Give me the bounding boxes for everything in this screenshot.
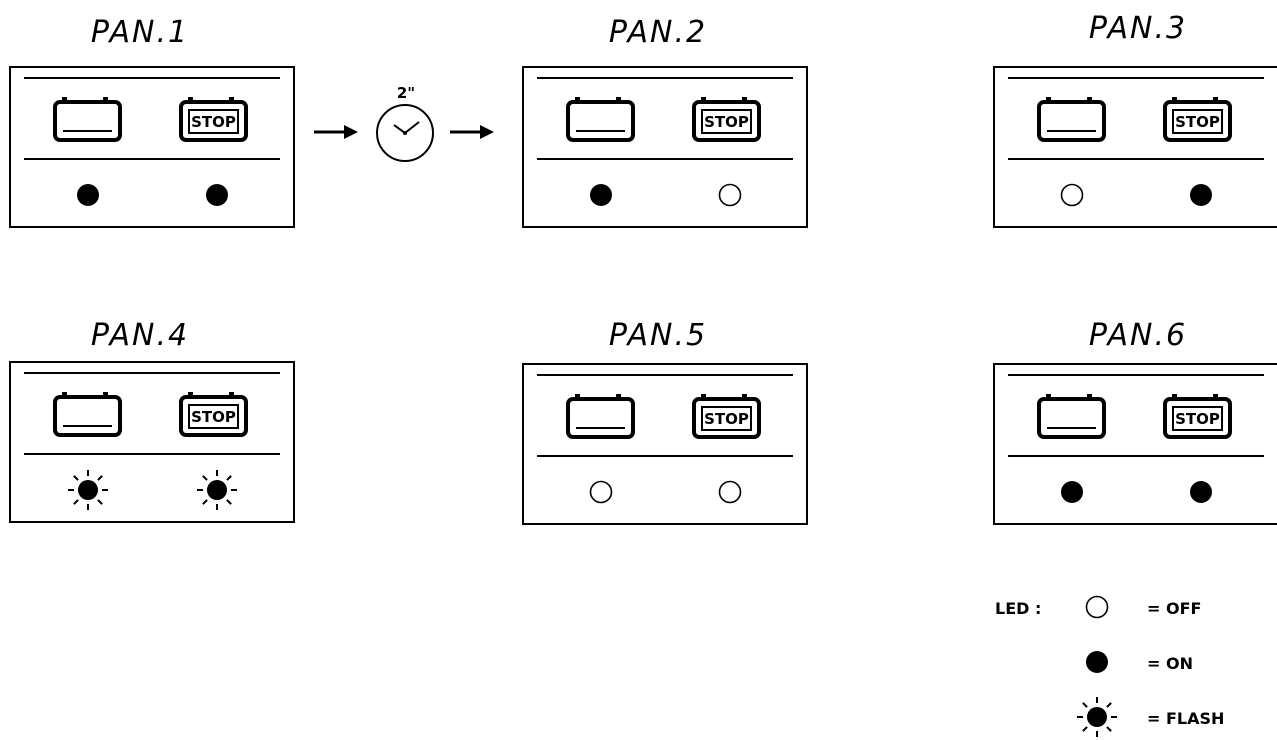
timer-label: 2" [397, 84, 415, 102]
battery-icon [1037, 394, 1106, 439]
legend-item-off: = OFF [1085, 595, 1201, 619]
battery-icon [566, 97, 635, 142]
stop-label: STOP [1175, 113, 1220, 131]
led-stop [1190, 481, 1212, 503]
stop-icon: STOP [179, 392, 248, 437]
panel-title: PAN.5 [609, 318, 707, 353]
panel-title: PAN.4 [91, 318, 189, 353]
led-on-icon [1086, 651, 1108, 673]
battery-icon [53, 392, 122, 437]
stop-label: STOP [1175, 410, 1220, 428]
battery-icon [1037, 97, 1106, 142]
led-battery [68, 470, 108, 510]
led-flash-icon [1077, 697, 1117, 737]
panel-frame [993, 363, 1277, 525]
stop-label: STOP [704, 113, 749, 131]
legend-title: LED : [995, 599, 1041, 618]
led-stop [206, 184, 228, 206]
legend-label: = FLASH [1147, 709, 1224, 728]
led-off-icon [1085, 595, 1109, 619]
led-battery [1061, 481, 1083, 503]
arrow-right-icon [450, 125, 494, 139]
stop-label: STOP [191, 408, 236, 426]
led-battery [1060, 183, 1084, 207]
stop-icon: STOP [692, 97, 761, 142]
stop-icon: STOP [179, 97, 248, 142]
clock-icon [376, 104, 434, 162]
panel-title: PAN.6 [1089, 318, 1187, 353]
battery-icon [566, 394, 635, 439]
led-legend: LED : = OFF = ON = FLASH [995, 595, 1224, 737]
panel-title: PAN.3 [1089, 11, 1187, 46]
arrow-right-icon [314, 125, 358, 139]
led-stop [1190, 184, 1212, 206]
battery-icon [53, 97, 122, 142]
stop-icon: STOP [1163, 394, 1232, 439]
led-stop [197, 470, 237, 510]
stop-label: STOP [191, 113, 236, 131]
led-battery [589, 480, 613, 504]
panel-frame [522, 363, 808, 525]
legend-label: = ON [1147, 654, 1193, 673]
panel-title: PAN.2 [609, 15, 707, 50]
panel-frame [9, 66, 295, 228]
panel-frame [9, 361, 295, 523]
panel-frame [993, 66, 1277, 228]
stop-icon: STOP [1163, 97, 1232, 142]
panel-frame [522, 66, 808, 228]
legend-item-on: = ON [1086, 651, 1193, 673]
led-battery [590, 184, 612, 206]
timer: 2" [314, 84, 494, 162]
stop-icon: STOP [692, 394, 761, 439]
led-stop [718, 183, 742, 207]
led-stop [718, 480, 742, 504]
legend-label: = OFF [1147, 599, 1201, 618]
panel-title: PAN.1 [91, 15, 189, 50]
legend-item-flash: = FLASH [1077, 697, 1224, 737]
stop-label: STOP [704, 410, 749, 428]
led-battery [77, 184, 99, 206]
